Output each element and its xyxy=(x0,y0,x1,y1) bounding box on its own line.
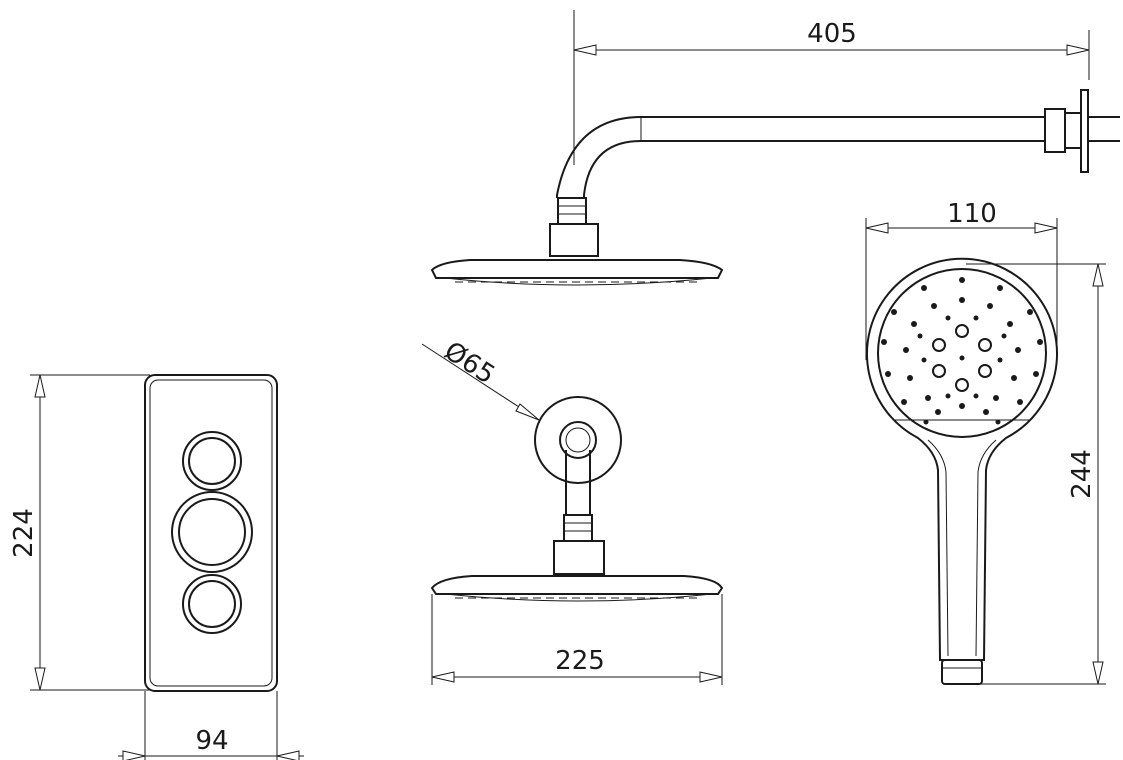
shower-head-front-view: Ø65 225 xyxy=(421,336,724,685)
shower-arm-side-view: 405 xyxy=(430,10,1120,286)
handset-width-label: 110 xyxy=(947,199,997,229)
valve-width-label: 94 xyxy=(195,726,228,756)
arm-length-label: 405 xyxy=(807,19,857,49)
handset-length-label: 244 xyxy=(1067,449,1097,499)
valve-height-label: 224 xyxy=(9,508,39,558)
control-valve-view: 224 94 xyxy=(9,374,304,760)
spray-nozzle-pattern xyxy=(881,277,1043,425)
hand-shower-view: 110 244 xyxy=(865,199,1106,685)
flange-diameter-label: Ø65 xyxy=(439,336,500,390)
shower-head-diameter-label: 225 xyxy=(555,646,605,676)
